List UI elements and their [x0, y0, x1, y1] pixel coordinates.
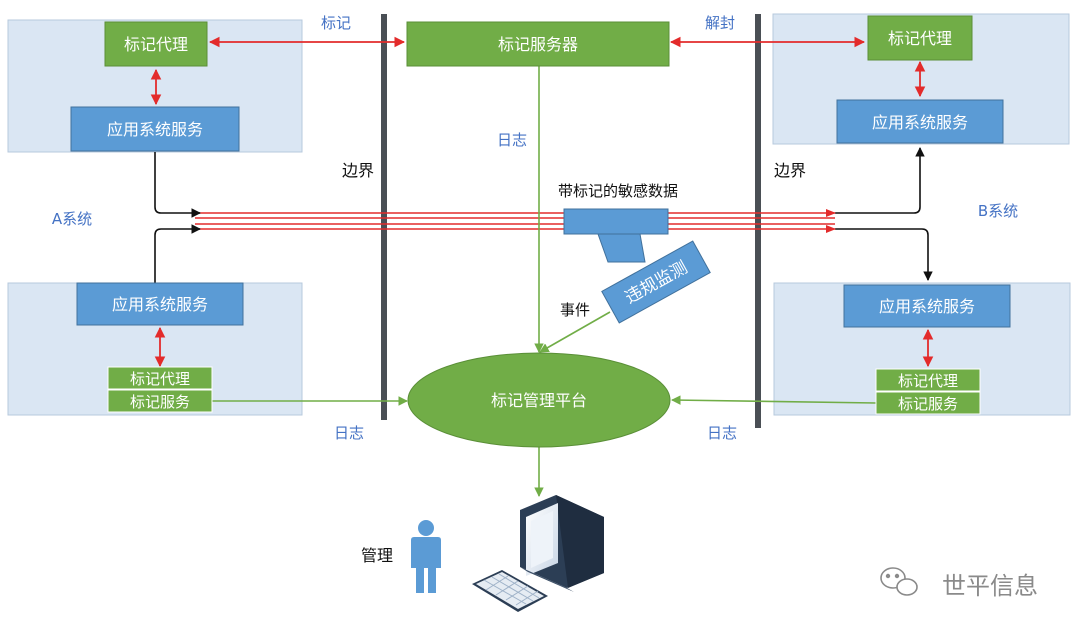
- a-top-service-label: 应用系统服务: [107, 120, 203, 139]
- event-label: 事件: [560, 301, 590, 319]
- red-arrowheads: [826, 209, 836, 233]
- flow-arrows: [154, 147, 933, 283]
- wechat-icon: [880, 567, 918, 596]
- boundary-bar-left: [381, 14, 387, 420]
- log-top-label: 日志: [497, 131, 527, 149]
- watermark-text: 世平信息: [942, 572, 1038, 600]
- sensitive-data-lines: [195, 212, 835, 230]
- sensitive-data-block[interactable]: [563, 208, 669, 235]
- a-bottom-agent-box[interactable]: [107, 366, 213, 390]
- unseal-top-label: 解封: [705, 14, 735, 32]
- b-top-service-box[interactable]: [836, 99, 1004, 144]
- log-line-b: [671, 395, 877, 405]
- b-bottom-service-box[interactable]: [843, 284, 1011, 328]
- admin-label: 管理: [361, 546, 393, 565]
- sensitive-data-label: 带标记的敏感数据: [558, 182, 678, 200]
- b-top-agent-label: 标记代理: [888, 29, 952, 48]
- mark-server-box[interactable]: [406, 21, 670, 67]
- log-right-label: 日志: [707, 424, 737, 442]
- a-bottom-mark-service-label: 标记服务: [130, 393, 190, 411]
- green-log-lines: [212, 66, 877, 497]
- b-bottom-mark-service-label: 标记服务: [898, 395, 958, 413]
- b-bottom-mark-service-box[interactable]: [875, 391, 981, 415]
- arrow-a-bottom-to-lines: [154, 224, 201, 283]
- person-icon: [411, 520, 441, 593]
- boundary-right-label: 边界: [774, 161, 806, 180]
- mark-top-label: 标记: [321, 14, 351, 32]
- mark-platform-label: 标记管理平台: [491, 391, 587, 410]
- a-bottom-service-label: 应用系统服务: [112, 295, 208, 314]
- event-line: [539, 311, 611, 353]
- arrow-lines-to-b-top: [835, 147, 925, 214]
- mark-server-label: 标记服务器: [498, 35, 578, 54]
- system-a-label: A系统: [52, 210, 92, 228]
- b-bottom-agent-label: 标记代理: [898, 372, 958, 390]
- a-top-agent-box[interactable]: [104, 21, 208, 67]
- keyboard-icon: [472, 570, 548, 612]
- mark-platform-ellipse[interactable]: [407, 352, 671, 448]
- arrow-lines-to-b-bottom: [835, 228, 933, 281]
- b-top-service-label: 应用系统服务: [872, 113, 968, 132]
- monitor-icon: [520, 495, 604, 592]
- log-left-label: 日志: [334, 424, 364, 442]
- boundary-left-label: 边界: [342, 161, 374, 180]
- violation-detect-box[interactable]: [601, 240, 711, 324]
- arrow-a-service-to-lines: [154, 152, 201, 218]
- a-top-service-box[interactable]: [70, 106, 240, 152]
- b-top-agent-box[interactable]: [867, 15, 973, 61]
- a-bottom-agent-label: 标记代理: [130, 370, 190, 388]
- red-double-arrows: [150, 36, 934, 368]
- b-bottom-agent-box[interactable]: [875, 368, 981, 392]
- a-bottom-mark-service-box[interactable]: [107, 389, 213, 413]
- boundary-bar-right: [755, 14, 761, 428]
- b-bottom-service-label: 应用系统服务: [879, 297, 975, 316]
- a-bottom-service-box[interactable]: [76, 282, 244, 326]
- sensitive-data-stem: [597, 233, 646, 263]
- system-b-label: B系统: [978, 202, 1018, 220]
- a-top-agent-label: 标记代理: [124, 35, 188, 54]
